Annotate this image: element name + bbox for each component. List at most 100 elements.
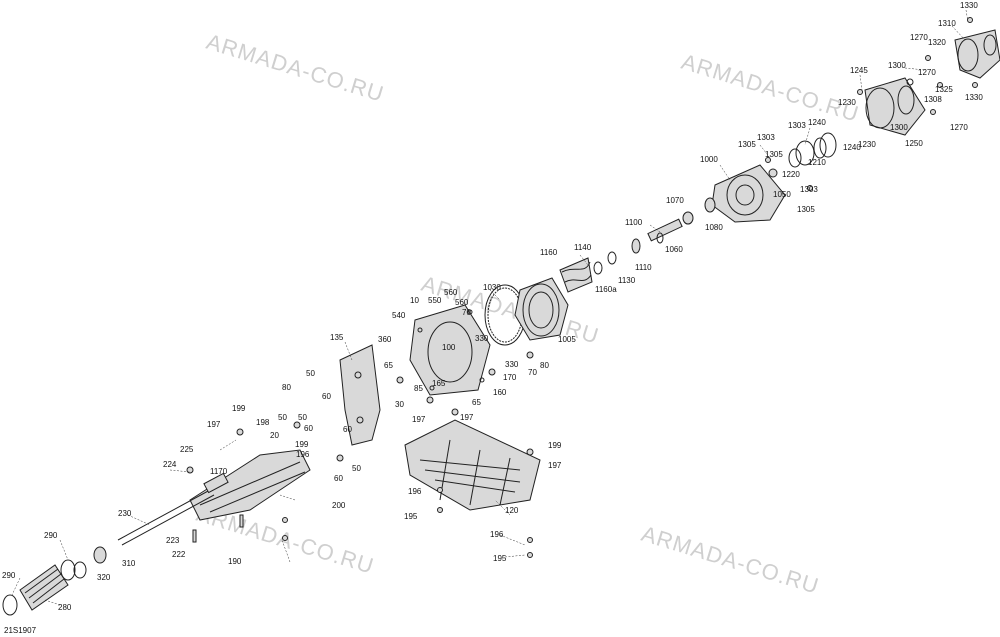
callout: 1005 bbox=[558, 335, 576, 344]
parts-artwork bbox=[2, 9, 1000, 616]
callout: 1130 bbox=[618, 276, 636, 285]
callout: 1300 bbox=[890, 123, 908, 132]
callout: 196 bbox=[490, 530, 504, 539]
plate-200 bbox=[189, 449, 311, 521]
fasteners bbox=[186, 17, 978, 558]
callout: 1050 bbox=[773, 190, 791, 199]
callout: 1320 bbox=[928, 38, 946, 47]
stator-housing bbox=[514, 277, 569, 341]
callout: 1325 bbox=[935, 85, 953, 94]
callout: 290 bbox=[2, 571, 16, 580]
callout: 1030 bbox=[483, 283, 501, 292]
callout: 1270 bbox=[918, 68, 936, 77]
callout: 360 bbox=[378, 335, 392, 344]
callout: 165 bbox=[432, 379, 446, 388]
callout: 50 bbox=[278, 413, 287, 422]
callout: 310 bbox=[122, 559, 136, 568]
callout: 1230 bbox=[838, 98, 856, 107]
callout: 230 bbox=[118, 509, 132, 518]
callout: 199 bbox=[232, 404, 246, 413]
adapter-plate bbox=[409, 304, 491, 396]
callout: 1230 bbox=[858, 140, 876, 149]
callout: 330 bbox=[505, 360, 519, 369]
callout: 60 bbox=[343, 425, 352, 434]
callout: 280 bbox=[58, 603, 72, 612]
callout: 1110 bbox=[635, 263, 652, 272]
venturi-part bbox=[864, 77, 926, 136]
callout: 1305 bbox=[765, 150, 783, 159]
bellows bbox=[19, 564, 69, 611]
callout: 1270 bbox=[950, 123, 968, 132]
callout: 199 bbox=[548, 441, 562, 450]
drive-shaft bbox=[117, 472, 229, 546]
callout: 560 bbox=[455, 298, 469, 307]
callout: 225 bbox=[180, 445, 194, 454]
leader-lines bbox=[11, 9, 969, 606]
callout-labels: 1330 1310 1270 1320 1300 1270 1325 1308 … bbox=[2, 1, 983, 612]
callout: 196 bbox=[408, 487, 422, 496]
seal-310 bbox=[93, 546, 107, 564]
callout: 85 bbox=[414, 384, 423, 393]
callout: 65 bbox=[384, 361, 393, 370]
callout: 120 bbox=[505, 506, 519, 515]
impeller bbox=[559, 257, 593, 293]
callout: 80 bbox=[282, 383, 291, 392]
callout: 1330 bbox=[960, 1, 978, 10]
callout: 330 bbox=[475, 334, 489, 343]
callout: 1245 bbox=[850, 66, 868, 75]
callout: 135 bbox=[330, 333, 344, 342]
callout: 1270 bbox=[910, 33, 928, 42]
callout: 197 bbox=[548, 461, 562, 470]
callout: 195 bbox=[493, 554, 507, 563]
bearing-set bbox=[647, 197, 716, 244]
ring-1130 bbox=[593, 261, 603, 275]
callout: 1100 bbox=[625, 218, 643, 227]
callout: 320 bbox=[97, 573, 111, 582]
callout: 195 bbox=[404, 512, 418, 521]
callout: 540 bbox=[392, 311, 406, 320]
callout: 50 bbox=[298, 413, 307, 422]
callout: 65 bbox=[472, 398, 481, 407]
callout: 100 bbox=[442, 343, 456, 352]
callout: 1303 bbox=[800, 185, 818, 194]
callout: 197 bbox=[460, 413, 474, 422]
callout: 60 bbox=[334, 474, 343, 483]
callout: 1240 bbox=[843, 143, 861, 152]
callout: 20 bbox=[270, 431, 279, 440]
callout: 1330 bbox=[965, 93, 983, 102]
ring-1240 bbox=[813, 137, 827, 159]
callout: 1080 bbox=[705, 223, 723, 232]
ring-320 bbox=[73, 561, 87, 579]
nozzle-part bbox=[954, 29, 1000, 79]
watermark: ARMADA-CO.RU bbox=[639, 521, 823, 599]
callout: 30 bbox=[395, 400, 404, 409]
callout: 50 bbox=[352, 464, 361, 473]
drawing-code: 21S1907 bbox=[4, 626, 37, 635]
intake-grate bbox=[404, 419, 541, 511]
callout: 1303 bbox=[757, 133, 775, 142]
callout: 223 bbox=[166, 536, 180, 545]
callout: 1210 bbox=[808, 158, 826, 167]
bracket-135 bbox=[339, 344, 381, 446]
ring-1140 bbox=[607, 251, 617, 265]
callout: 1220 bbox=[782, 170, 800, 179]
callout: 60 bbox=[304, 424, 313, 433]
callout: 160 bbox=[493, 388, 507, 397]
clamp-290a bbox=[60, 559, 76, 581]
callout: 197 bbox=[207, 420, 221, 429]
pump-housing bbox=[711, 164, 786, 223]
callout: 70 bbox=[528, 368, 537, 377]
callout: 70 bbox=[462, 308, 471, 317]
callout: 1310 bbox=[938, 19, 956, 28]
callout: 196 bbox=[296, 450, 310, 459]
callout: 1000 bbox=[700, 155, 718, 164]
callout: 50 bbox=[306, 369, 315, 378]
ring-1240b bbox=[788, 148, 802, 168]
ring-1210 bbox=[795, 140, 815, 166]
callout: 1250 bbox=[905, 139, 923, 148]
callout: 1170 bbox=[210, 467, 228, 476]
callout: 224 bbox=[163, 460, 177, 469]
callout: 222 bbox=[172, 550, 186, 559]
callout: 198 bbox=[256, 418, 270, 427]
